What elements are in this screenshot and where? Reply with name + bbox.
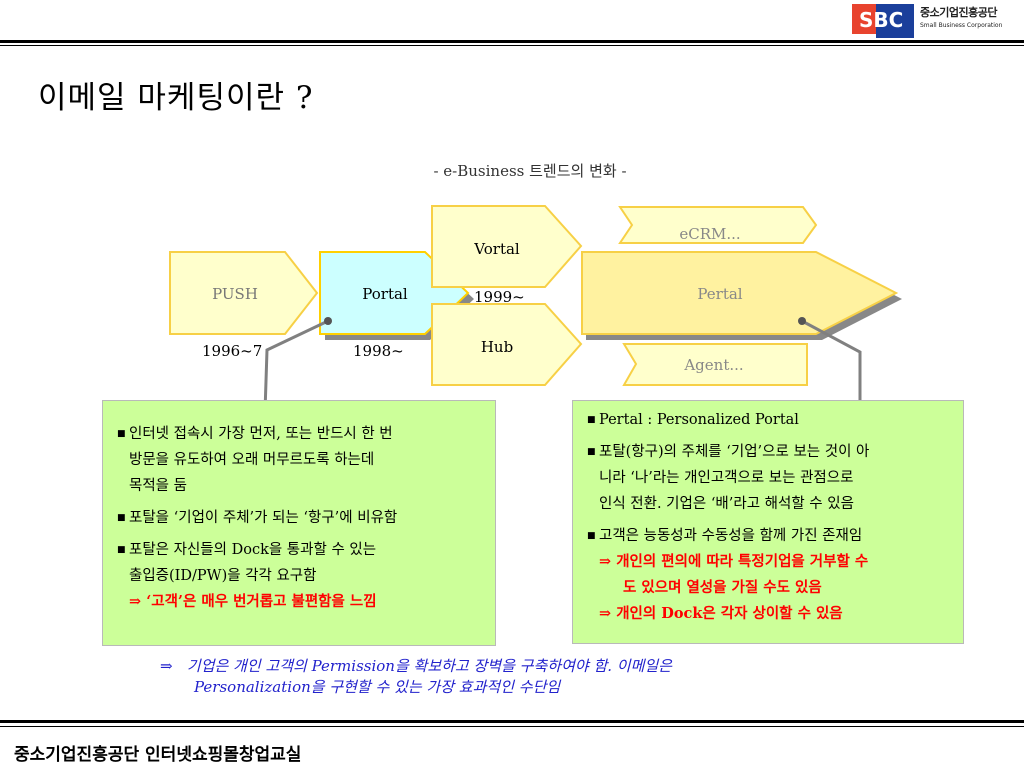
left-panel: ■ 인터넷 접속시 가장 먼저, 또는 반드시 한 번 방문을 유도하여 오래 … <box>102 400 496 646</box>
connector-portal <box>263 319 329 413</box>
left-item-1: ■ 인터넷 접속시 가장 먼저, 또는 반드시 한 번 방문을 유도하여 오래 … <box>117 426 393 494</box>
sbc-logo-icon: SBC <box>852 4 914 38</box>
footer-text: 중소기업진흥공단 인터넷쇼핑몰창업교실 <box>14 745 302 765</box>
right-item-1: ■ Pertal : Personalized Portal <box>587 412 799 428</box>
push-shape <box>169 251 319 335</box>
logo-wordmark: 중소기업진흥공단 Small Business Corporation <box>920 4 1024 29</box>
hub-label: Hub <box>480 338 514 356</box>
left-emphasis: ⇒ ‘고객’은 매우 번거롭고 불편함을 느낌 <box>129 593 377 610</box>
bottom-rule-thin <box>0 726 1024 727</box>
connector-pertal <box>801 319 862 412</box>
left-item-3: ■ 포탈은 자신들의 Dock을 통과할 수 있는 출입증(ID/PW)을 각각… <box>117 537 485 615</box>
note-line-1: 기업은 개인 고객의 Permission을 확보하고 장벽을 구축하여야 함.… <box>186 657 672 675</box>
year-portal: 1998~ <box>353 342 404 360</box>
ecrm-label: eCRM... <box>679 225 741 243</box>
portal-label: Portal <box>362 285 408 303</box>
agent-shape <box>622 343 808 386</box>
agent-label: Agent... <box>684 356 744 374</box>
top-rule-thin <box>0 45 1024 46</box>
right-emphasis-3: ⇒ 개인의 Dock은 각자 상이할 수 있음 <box>599 605 843 622</box>
right-item-3: ■ 고객은 능동성과 수동성을 함께 가진 존재임 ⇒ 개인의 편의에 따라 특… <box>587 523 955 627</box>
right-panel: ■ Pertal : Personalized Portal ■ 포탈(항구)의… <box>572 400 964 644</box>
right-item-2: ■ 포탈(항구)의 주체를 ‘기업’으로 보는 것이 아 니라 ‘나’라는 개인… <box>587 444 870 512</box>
pertal-label: Pertal <box>697 285 743 303</box>
right-emphasis-2: 도 있으며 열성을 가질 수도 있음 <box>623 579 822 596</box>
top-rule-thick <box>0 40 1024 43</box>
logo-mark: SBC <box>859 8 903 32</box>
push-label: PUSH <box>212 285 258 303</box>
note-line-2: Personalization을 구현할 수 있는 가장 효과적인 수단임 <box>194 678 561 696</box>
summary-note: ⇒ 기업은 개인 고객의 Permission을 확보하고 장벽을 구축하여야 … <box>160 656 920 698</box>
hub-shape <box>431 303 583 386</box>
logo-kr: 중소기업진흥공단 <box>920 6 997 19</box>
pertal-shape <box>581 251 899 335</box>
vortal-label: Vortal <box>474 240 520 258</box>
bottom-rule-thick <box>0 720 1024 723</box>
note-arrow-icon: ⇒ <box>160 657 173 675</box>
vortal-shape <box>431 205 583 288</box>
diagram-subtitle: - e-Business 트렌드의 변화 - <box>433 162 627 180</box>
left-item-2: ■ 포탈을 ‘기업이 주체’가 되는 ‘항구’에 비유함 <box>117 510 398 526</box>
year-push: 1996~7 <box>202 342 263 360</box>
year-vortal: 1999~ <box>474 288 525 306</box>
ecrm-shape <box>618 206 818 244</box>
right-emphasis-1: ⇒ 개인의 편의에 따라 특정기업을 거부할 수 <box>599 553 869 570</box>
page-title: 이메일 마케팅이란 ? <box>38 80 314 116</box>
logo-en: Small Business Corporation <box>920 22 1003 29</box>
